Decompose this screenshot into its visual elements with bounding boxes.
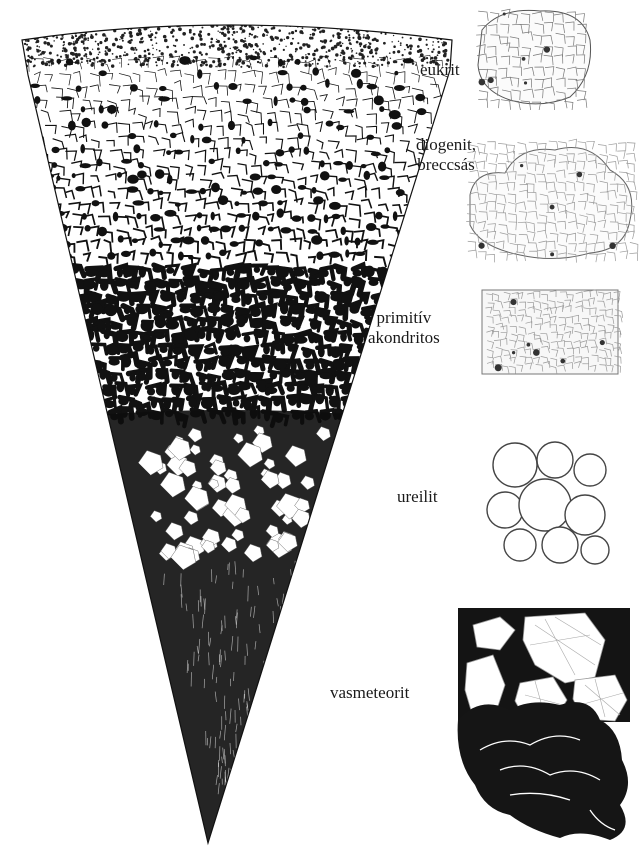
diogenit-sample [460, 135, 640, 265]
label-vasmeteorit-line: vasmeteorit [330, 683, 409, 703]
label-primitiv-line1: primitív [368, 308, 440, 328]
label-primitiv-line2: akondritos [368, 328, 440, 348]
label-ureilit: ureilit [397, 487, 438, 507]
label-vasmeteorit: vasmeteorit [330, 683, 409, 703]
label-eukrit-line: eukrit [420, 60, 460, 80]
label-eukrit: eukrit [420, 60, 460, 80]
planetesimal-section-wedge [0, 0, 460, 847]
label-primitiv: primitív akondritos [368, 308, 440, 348]
eukrit-sample [470, 5, 595, 110]
ureilite-sample [475, 425, 625, 575]
iron-meteorite-sample-lower [450, 690, 640, 845]
label-ureilit-line: ureilit [397, 487, 438, 507]
primitive-achondrite-sample [478, 285, 623, 380]
